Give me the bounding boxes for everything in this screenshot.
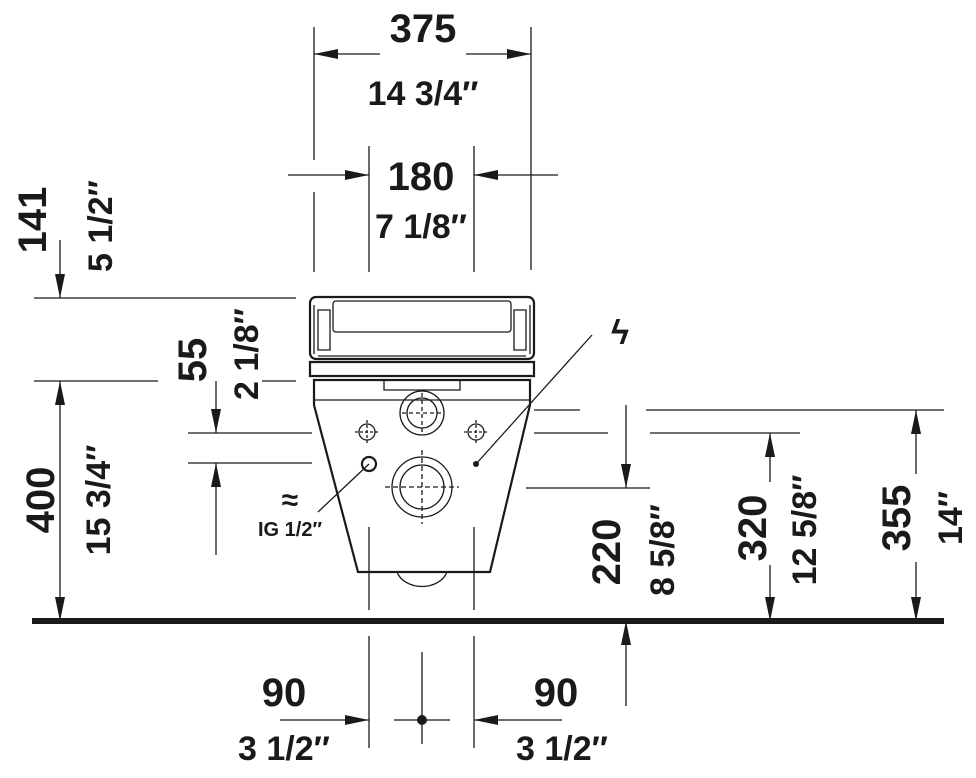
dim-141: 141 xyxy=(11,187,55,254)
dim-220-inch: 8 5/8″ xyxy=(644,504,682,596)
dim-320-inch: 12 5/8″ xyxy=(786,475,824,586)
mounting-holes xyxy=(355,390,488,524)
dim-355: 355 xyxy=(875,485,919,552)
dim-320: 320 xyxy=(731,495,775,562)
extension-lines xyxy=(34,27,944,748)
dimension-labels: 375 14 3/4″ 180 7 1/8″ 141 5 1/2″ 55 2 1… xyxy=(11,7,970,768)
dim-55-inch: 2 1/8″ xyxy=(228,308,266,400)
dim-375: 375 xyxy=(390,7,457,51)
electric-icon: ϟ xyxy=(611,314,629,352)
dim-180-inch: 7 1/8″ xyxy=(375,208,467,246)
water-connection-label: IG 1/2″ xyxy=(258,519,322,541)
dimension-arrows xyxy=(55,49,921,725)
seat-lid xyxy=(308,295,536,378)
water-icon: ≈ xyxy=(282,484,298,517)
dim-90-left: 90 xyxy=(262,671,307,715)
dim-400: 400 xyxy=(19,467,63,534)
dim-90-right-inch: 3 1/2″ xyxy=(516,730,608,768)
dim-400-inch: 15 3/4″ xyxy=(80,445,118,556)
dim-90-left-inch: 3 1/2″ xyxy=(238,730,330,768)
dim-375-inch: 14 3/4″ xyxy=(368,75,479,113)
dim-180: 180 xyxy=(388,155,455,199)
dim-355-inch: 14″ xyxy=(932,491,970,545)
dim-55: 55 xyxy=(171,338,215,383)
dim-90-right: 90 xyxy=(534,671,579,715)
dim-141-inch: 5 1/2″ xyxy=(82,180,120,272)
dim-220: 220 xyxy=(585,519,629,586)
